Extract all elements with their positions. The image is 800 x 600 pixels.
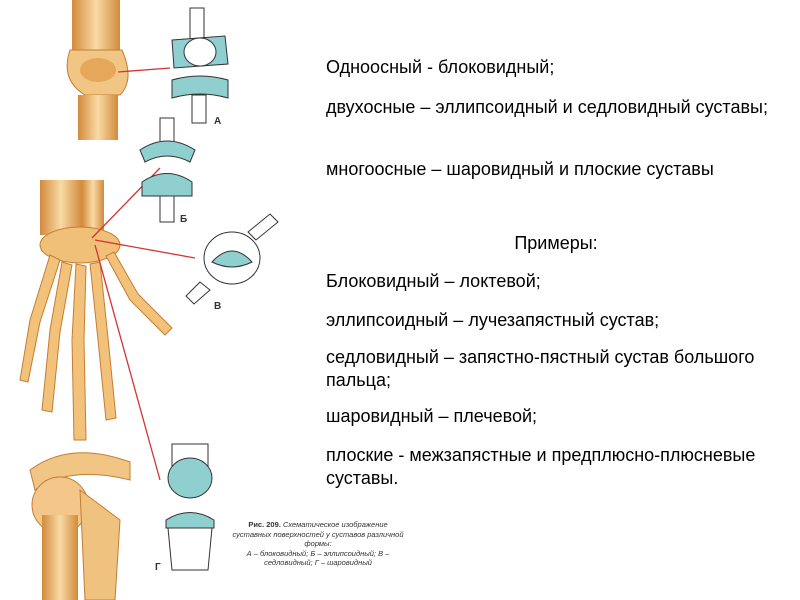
examples-header: Примеры: [514, 233, 598, 253]
figure-caption: Рис. 209. Схематическое изображение суст… [228, 520, 408, 568]
label-v: В [214, 301, 222, 312]
text-line-1: Одноосный - блоковидный; [326, 57, 555, 77]
text-line-2: двухосные – эллипсоидный и седловидный с… [326, 97, 768, 117]
schematic-v-saddle [185, 213, 279, 305]
example-5: плоские - межзапястные и предплюсно-плюс… [326, 445, 756, 488]
caption-legend: А – блоковидный; Б – эллипсоидный; В – с… [246, 548, 390, 568]
schematic-g-ball [165, 443, 215, 571]
hand-bone-illustration [19, 180, 173, 441]
example-4: шаровидный – плечевой; [326, 406, 538, 426]
label-g: Г [155, 562, 161, 573]
example-1: Блоковидный – локтевой; [326, 271, 541, 291]
caption-title: Рис. 209. [248, 520, 281, 529]
label-b: Б [180, 214, 188, 225]
schematic-b-ellipsoid [139, 117, 196, 223]
label-a: А [214, 116, 222, 127]
text-line-3: многоосные – шаровидный и плоские сустав… [326, 159, 714, 179]
elbow-bone-illustration [66, 0, 129, 140]
example-3: седловидный – запястно-пястный сустав бо… [326, 347, 755, 390]
schematic-a-hinge [171, 7, 229, 124]
shoulder-bone-illustration [29, 452, 131, 600]
caption-text: Схематическое изображение суставных пове… [232, 520, 404, 549]
example-2: эллипсоидный – лучезапястный сустав; [326, 310, 660, 330]
